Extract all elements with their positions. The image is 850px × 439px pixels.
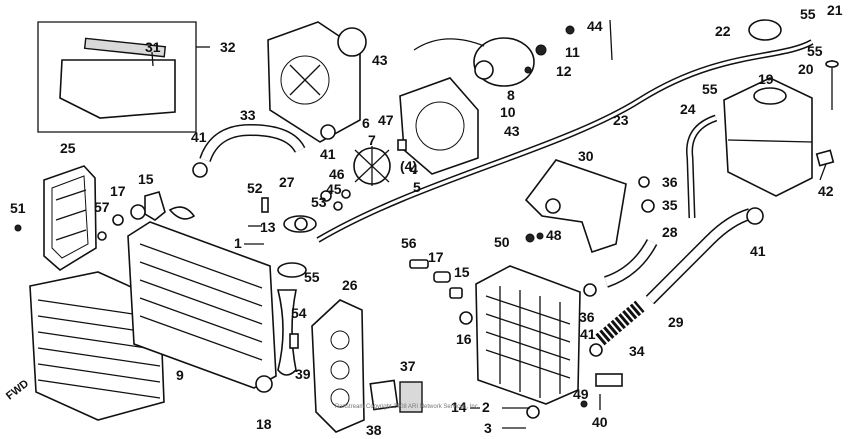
callout-17b: 17 (428, 249, 444, 265)
callout-19: 19 (758, 71, 774, 87)
callout-15b: 15 (454, 264, 470, 280)
callout-13: 13 (260, 219, 276, 235)
thermostat-housing (311, 299, 423, 433)
callout-3: 3 (484, 420, 492, 436)
callout-20: 20 (798, 61, 814, 77)
hose-upper (192, 123, 306, 178)
callout-10: 10 (500, 104, 516, 120)
callout-9: 9 (176, 367, 184, 383)
callout-34: 34 (629, 343, 645, 359)
callout-41b: 41 (320, 146, 336, 162)
callout-16: 16 (456, 331, 472, 347)
callout-41a: 41 (191, 129, 207, 145)
copyright-watermark: Partstream Copyright 2008 ARI Network Se… (335, 404, 480, 410)
callout-53: 53 (311, 194, 327, 210)
callout-7: 7 (368, 132, 376, 148)
misc-fasteners (255, 124, 650, 393)
callout-45: 45 (326, 181, 342, 197)
callout-51: 51 (10, 200, 26, 216)
callout-1: 1 (234, 235, 242, 251)
fan-shroud-left (43, 165, 97, 271)
callout-27: 27 (279, 174, 295, 190)
main-radiator (127, 221, 307, 389)
callout-30: 30 (578, 148, 594, 164)
radiator-grille (29, 271, 165, 421)
fan-motor (413, 25, 575, 87)
callout-29: 29 (668, 314, 684, 330)
callout-49: 49 (573, 386, 589, 402)
callout-40: 40 (592, 414, 608, 430)
callout-47: 47 (378, 112, 394, 128)
callout-4-paren: (4) (400, 158, 418, 174)
callout-28: 28 (662, 224, 678, 240)
callout-11: 11 (565, 44, 580, 60)
callout-17a: 17 (110, 183, 126, 199)
callout-15a: 15 (138, 171, 154, 187)
callout-33: 33 (240, 107, 256, 123)
callout-36a: 36 (662, 174, 678, 190)
callout-41c: 41 (750, 243, 766, 259)
callout-14: 14 (451, 399, 467, 415)
reference-box (37, 21, 210, 133)
callout-55a: 55 (304, 269, 320, 285)
callout-48: 48 (546, 227, 562, 243)
callout-43b: 43 (504, 123, 520, 139)
callout-8: 8 (507, 87, 515, 103)
callout-55d: 55 (807, 43, 823, 59)
callout-43a: 43 (372, 52, 388, 68)
callout-5: 5 (413, 179, 421, 195)
callout-44: 44 (587, 18, 603, 34)
callout-31: 31 (145, 39, 161, 55)
reserve-tank (723, 19, 839, 197)
callout-6: 6 (362, 115, 370, 131)
fan-blade-and-shroud (353, 77, 479, 186)
callout-18: 18 (256, 416, 272, 432)
callout-50: 50 (494, 234, 510, 250)
callout-4: 4 (410, 161, 418, 177)
callout-57: 57 (94, 199, 110, 215)
callout-36b: 36 (579, 309, 595, 325)
callout-41d: 41 (580, 326, 596, 342)
callout-12: 12 (556, 63, 572, 79)
callout-46: 46 (329, 166, 345, 182)
callout-25: 25 (60, 140, 76, 156)
callout-26: 26 (342, 277, 358, 293)
callout-56: 56 (401, 235, 417, 251)
bracket-15-17-57 (14, 191, 196, 241)
mount-bracket (524, 159, 627, 254)
callout-54: 54 (291, 305, 307, 321)
callout-21: 21 (827, 2, 843, 18)
thermo-switch (580, 373, 623, 408)
callout-32: 32 (220, 39, 236, 55)
callout-42: 42 (818, 183, 834, 199)
callout-55b: 55 (702, 81, 718, 97)
callout-52: 52 (247, 180, 263, 196)
callout-24: 24 (680, 101, 696, 117)
callout-2: 2 (482, 399, 490, 415)
callout-22: 22 (715, 23, 731, 39)
leader-lines (244, 19, 827, 429)
sub-radiator (475, 265, 581, 419)
callout-38: 38 (366, 422, 382, 438)
callout-37: 37 (400, 358, 416, 374)
callout-23: 23 (613, 112, 629, 128)
lower-hoses (583, 199, 764, 357)
callout-55c: 55 (800, 6, 816, 22)
fan-housing-upper (267, 21, 367, 143)
bolts-56-17-15 (409, 259, 473, 325)
callout-35: 35 (662, 197, 678, 213)
callout-39: 39 (295, 366, 311, 382)
